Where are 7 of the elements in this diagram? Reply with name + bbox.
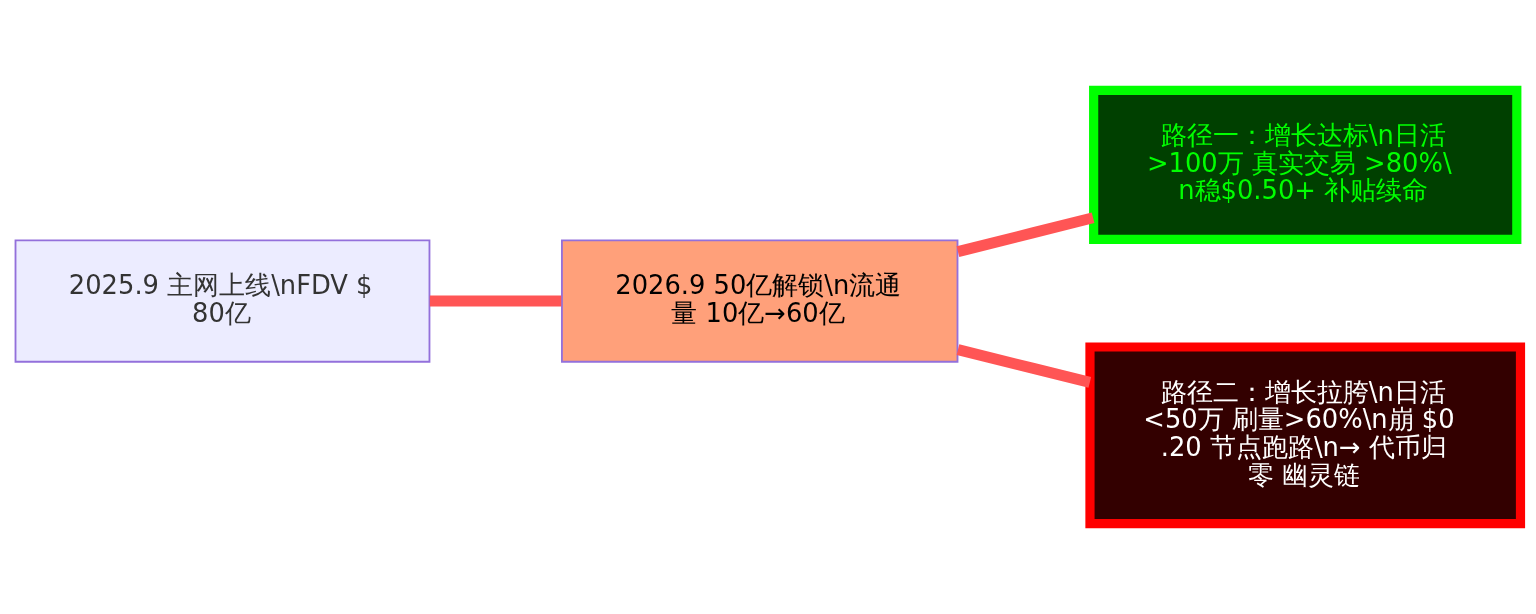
node-box: 2025.9 主网上线\nFDV $80亿	[14, 239, 431, 363]
node-box: 路径二：增长拉胯\n日活 <50万 刷量>60%\n崩 $0.20 节点跑路\n→ 代币归零 幽灵链	[1085, 342, 1526, 529]
connector	[956, 344, 1092, 388]
connector	[429, 295, 562, 307]
connector	[956, 212, 1095, 258]
node-box: 路径一：增长达标\n日活 >100万 真实交易 >80%\n稳$0.50+ 补贴续命	[1089, 85, 1522, 244]
node-box: 2026.9 50亿解锁\n流通量 10亿→60亿	[561, 239, 959, 363]
